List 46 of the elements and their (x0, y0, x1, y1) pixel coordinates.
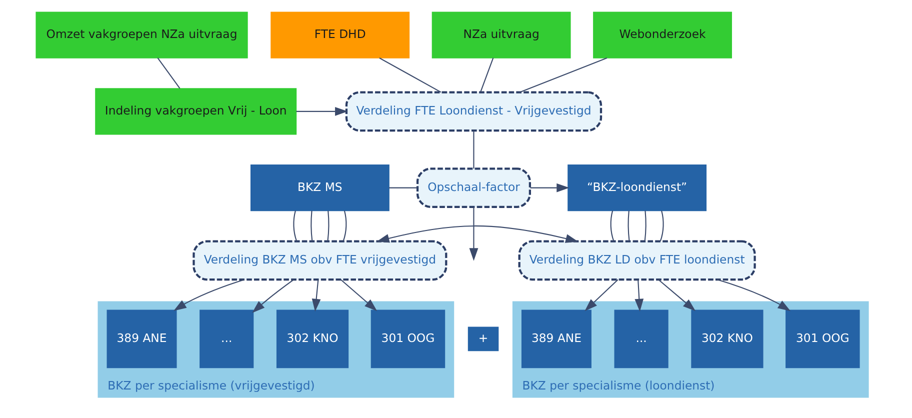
connector (519, 58, 607, 93)
arrow (634, 280, 644, 312)
node-box: Webonderzoek (592, 12, 732, 58)
arrow (252, 279, 294, 313)
node-box: ... (199, 310, 254, 368)
connector (378, 58, 441, 93)
node-box: 301 OOG (370, 310, 445, 368)
node-box: Indeling vakgroepen Vrij - Loon (94, 88, 296, 135)
node-box: ... (614, 310, 668, 368)
arrow (296, 106, 348, 116)
arrow (173, 279, 244, 311)
node-box: Verdeling BKZ MS obv FTE vrijgevestigd (192, 240, 447, 281)
arrow (658, 279, 696, 312)
arrow (530, 183, 569, 192)
arrow (376, 225, 578, 243)
arrow (340, 279, 377, 312)
connector (342, 210, 346, 242)
connector (388, 187, 417, 188)
node-box: 389 ANE (106, 310, 176, 368)
connector (659, 210, 664, 242)
node-box: “BKZ-loondienst” (567, 164, 706, 212)
node-box: Omzet vakgroepen NZa uitvraag (35, 12, 248, 58)
connector (644, 210, 646, 242)
connector (472, 130, 474, 169)
node-box: 302 KNO (690, 310, 763, 368)
node-box: NZa uitvraag (431, 12, 570, 58)
connector (627, 210, 630, 242)
node-box: BKZ MS (250, 164, 389, 212)
node-box: 302 KNO (276, 310, 348, 368)
node-box: 389 ANE (520, 310, 591, 368)
node-box: Opschaal-factor (416, 168, 530, 208)
node-box: 301 OOG (785, 310, 860, 368)
connector (292, 210, 297, 242)
arrow (716, 279, 790, 312)
connector (480, 58, 494, 92)
connector (310, 210, 312, 242)
connector (610, 210, 614, 242)
arrow (468, 207, 478, 261)
node-box: Verdeling BKZ LD obv FTE loondienst (518, 240, 756, 281)
arrow (311, 280, 320, 312)
connector (156, 58, 180, 89)
node-box: Verdeling FTE Loondienst - Vrijgevestigd (344, 91, 602, 132)
node-box: + (467, 326, 498, 352)
node-box: FTE DHD (270, 12, 410, 58)
arrow (584, 279, 618, 312)
connector (326, 210, 329, 242)
